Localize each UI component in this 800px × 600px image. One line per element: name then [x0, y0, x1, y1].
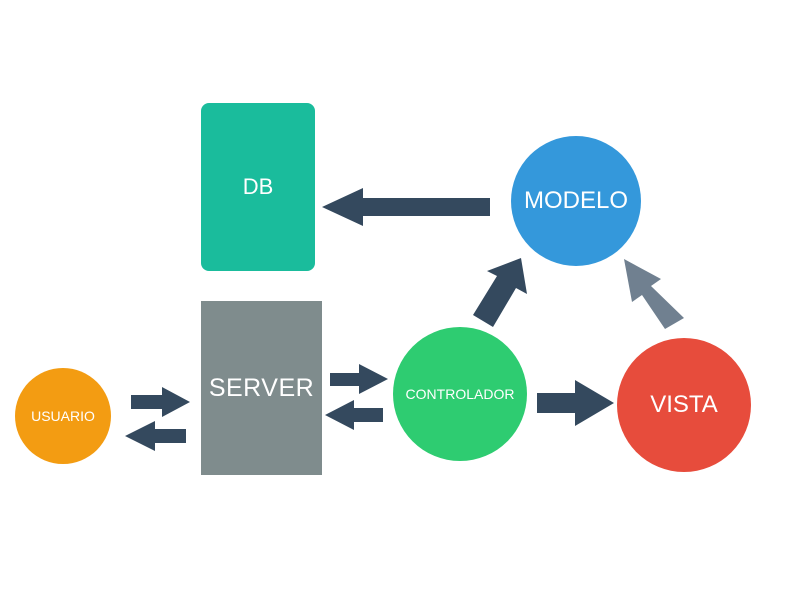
server-label: SERVER: [208, 373, 315, 402]
modelo-node: MODELO: [511, 136, 641, 266]
controlador-label: CONTROLADOR: [405, 386, 515, 402]
arrow-modelo-to-db: [322, 188, 490, 226]
arrow-usuario-to-server: [131, 387, 190, 417]
arrow-controlador-to-vista: [537, 380, 614, 426]
db-node: DB: [201, 103, 315, 271]
usuario-node: USUARIO: [15, 368, 111, 464]
arrow-controlador-to-server: [325, 400, 383, 430]
vista-node: VISTA: [617, 338, 751, 472]
db-label: DB: [242, 174, 274, 199]
arrow-vista-to-modelo: [624, 259, 684, 329]
usuario-label: USUARIO: [31, 408, 95, 424]
controlador-node: CONTROLADOR: [393, 327, 527, 461]
arrow-controlador-to-modelo: [473, 258, 527, 327]
arrow-server-to-controlador: [330, 364, 388, 394]
modelo-label: MODELO: [523, 187, 628, 214]
vista-label: VISTA: [650, 391, 718, 418]
arrow-server-to-usuario: [125, 421, 186, 451]
server-node: SERVER: [201, 301, 322, 475]
